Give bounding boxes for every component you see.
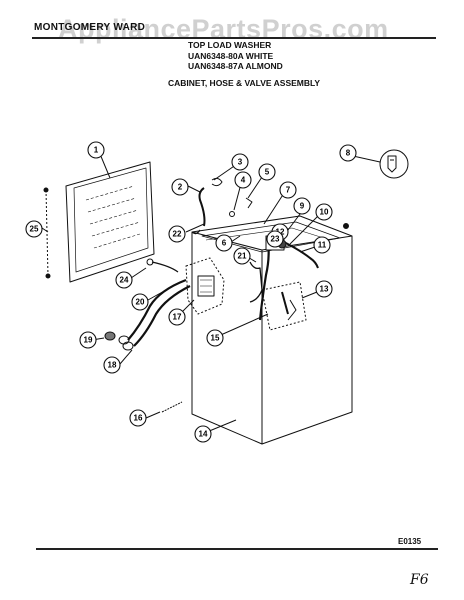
callout-18-label: 18	[108, 361, 117, 370]
callout-20-label: 20	[136, 298, 145, 307]
diagram-subtitle: CABINET, HOSE & VALVE ASSEMBLY	[168, 78, 321, 88]
callout-6: 6	[215, 234, 233, 252]
callout-15: 15	[206, 329, 224, 347]
callout-5: 5	[258, 163, 276, 181]
callout-8: 8	[339, 144, 357, 162]
title-line-3: UAN6348-87A ALMOND	[188, 61, 283, 71]
callout-4: 4	[234, 171, 252, 189]
callout-8-label: 8	[346, 149, 351, 158]
callout-9-label: 9	[300, 202, 305, 211]
callout-1-label: 1	[94, 146, 99, 155]
callout-1: 1	[87, 141, 105, 159]
callout-13: 13	[315, 280, 333, 298]
callout-23: 23	[266, 230, 284, 248]
brand-header: MONTGOMERY WARD	[34, 22, 145, 33]
cabinet-body	[191, 215, 353, 445]
callout-11: 11	[313, 236, 331, 254]
callout-21-label: 21	[238, 252, 247, 261]
callout-12-label: 12	[276, 228, 285, 237]
watermark: AppliancePartsPros.com	[58, 14, 389, 44]
title-block: TOP LOAD WASHER UAN6348-80A WHITE UAN634…	[188, 40, 283, 72]
callout-4-label: 4	[241, 176, 246, 185]
valve-detail	[185, 257, 225, 315]
diagram-code: E0135	[398, 537, 422, 546]
callout-5-label: 5	[265, 168, 270, 177]
callout-21: 21	[233, 247, 251, 265]
callout-24: 24	[115, 271, 133, 289]
page-mark: F6	[410, 572, 429, 588]
brand-rest: GOMERY WARD	[64, 22, 146, 33]
callout-22: 22	[168, 225, 186, 243]
title-line-1: TOP LOAD WASHER	[188, 40, 272, 50]
callout-3: 3	[231, 153, 249, 171]
callout-23-label: 23	[271, 235, 280, 244]
callout-2-label: 2	[178, 183, 183, 192]
callout-11-label: 11	[318, 241, 327, 250]
callout-10-label: 10	[320, 208, 329, 217]
callout-10: 10	[315, 203, 333, 221]
callout-16-label: 16	[134, 414, 143, 423]
callout-25-label: 25	[30, 225, 39, 234]
callout-14-label: 14	[199, 430, 208, 439]
callout-14: 14	[194, 425, 212, 443]
callout-13-label: 13	[320, 285, 329, 294]
callout-18: 18	[103, 356, 121, 374]
callout-2: 2	[171, 178, 189, 196]
callout-7-label: 7	[286, 186, 291, 195]
title-line-2: UAN6348-80A WHITE	[188, 50, 274, 61]
callout-9: 9	[293, 197, 311, 215]
brand-left: MONT	[34, 22, 65, 33]
callout-19: 19	[79, 331, 97, 349]
callout-7: 7	[279, 181, 297, 199]
callout-17: 17	[168, 308, 186, 326]
header-rule	[32, 37, 436, 39]
callout-24-label: 24	[120, 276, 129, 285]
drain-detail	[261, 281, 307, 331]
rear-panel	[65, 161, 155, 283]
callout-6-label: 6	[222, 239, 227, 248]
callout-17-label: 17	[173, 313, 182, 322]
callout-25: 25	[25, 220, 43, 238]
callout-3-label: 3	[238, 158, 243, 167]
callout-15-label: 15	[211, 334, 220, 343]
bottom-rule	[36, 548, 438, 550]
callout-20: 20	[131, 293, 149, 311]
callout-16: 16	[129, 409, 147, 427]
callout-19-label: 19	[84, 336, 93, 345]
callout-22-label: 22	[173, 230, 182, 239]
